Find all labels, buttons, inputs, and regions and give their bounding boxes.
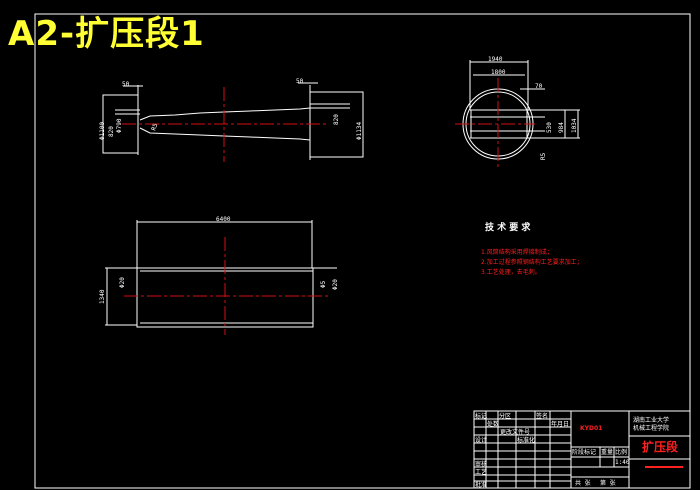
dim-50-left: 50 — [122, 81, 130, 88]
dim-r5: R5 — [150, 122, 159, 132]
tb-label-mark: 标记 — [475, 412, 487, 420]
tb-label-stage: 阶段标记 — [572, 448, 596, 456]
dim-50-right: 50 — [296, 78, 304, 85]
dim-820: 820 — [108, 126, 115, 137]
tb-label-scale: 比例 — [615, 448, 627, 456]
notes-heading: 技 术 要 求 — [485, 221, 531, 233]
dim-1800: 1800 — [491, 69, 506, 76]
tb-label-process: 工艺 — [475, 468, 487, 476]
dim-530: 530 — [546, 122, 553, 133]
note-item: 2.加工过程参照钢结构工艺要求加工； — [481, 258, 583, 266]
end-view: 1940 1800 70 530 984 1034 R5 — [455, 56, 580, 170]
side-view: 6400 1340 Φ20 Φ20 Φ5 — [99, 216, 339, 335]
tb-dept: 机械工程学院 — [633, 424, 669, 432]
technical-requirements: 技 术 要 求 1.风筒结构采用焊接制成； 2.加工过程参照钢结构工艺要求加工；… — [481, 221, 583, 276]
tb-label-design: 设计 — [475, 436, 487, 444]
tb-label-sign: 签名 — [536, 412, 548, 420]
tb-part-name: 扩压段 — [642, 439, 679, 454]
dim-1034: 1034 — [571, 118, 578, 133]
dim-790: Φ790 — [116, 118, 123, 133]
note-item: 1.风筒结构采用焊接制成； — [481, 248, 553, 256]
title-block: 设计 标准化 审核 工艺 批准 标记 处数 分区 更改文件号 签名 年月日 阶段… — [473, 410, 691, 489]
dim-1134: Φ1134 — [356, 122, 363, 140]
dim-r5-end: R5 — [540, 152, 547, 160]
dim-dia-left: Φ1100 — [99, 122, 106, 140]
tb-scale-value: 1:40 — [615, 459, 630, 466]
tb-label-approve: 批准 — [475, 481, 487, 489]
tb-label-review: 审核 — [475, 460, 487, 468]
tb-label-sheets: 共 张 — [575, 479, 591, 487]
tb-school: 湖南工业大学 — [633, 416, 669, 424]
tb-label-date: 年月日 — [551, 420, 569, 428]
tb-label-change: 更改文件号 — [500, 428, 530, 436]
dim-1340: 1340 — [99, 289, 106, 304]
front-view: 50 50 Φ1100 820 Φ790 Φ1134 820 R5 — [99, 78, 364, 162]
tb-drawing-no: KYD01 — [580, 425, 602, 432]
dim-6400: 6400 — [216, 216, 231, 223]
drawing-title: A2-扩压段1 — [8, 14, 205, 54]
tb-label-weight: 重量 — [601, 448, 613, 456]
tb-label-count: 处数 — [487, 420, 499, 428]
tb-label-standard: 标准化 — [517, 436, 535, 444]
dim-820-right: 820 — [333, 114, 340, 125]
tb-label-zone: 分区 — [499, 412, 511, 420]
tb-label-sheet-no: 第 张 — [600, 479, 616, 487]
sheet-border — [34, 13, 691, 489]
dim-1940: 1940 — [488, 56, 503, 63]
note-item: 3.工艺处理，去毛刺。 — [481, 268, 541, 276]
dim-984: 984 — [558, 122, 565, 133]
dim-phi20-right: Φ20 — [332, 279, 339, 290]
dim-phi20-left: Φ20 — [119, 277, 126, 288]
dim-70: 70 — [535, 83, 543, 90]
dim-phi5: Φ5 — [320, 280, 327, 288]
